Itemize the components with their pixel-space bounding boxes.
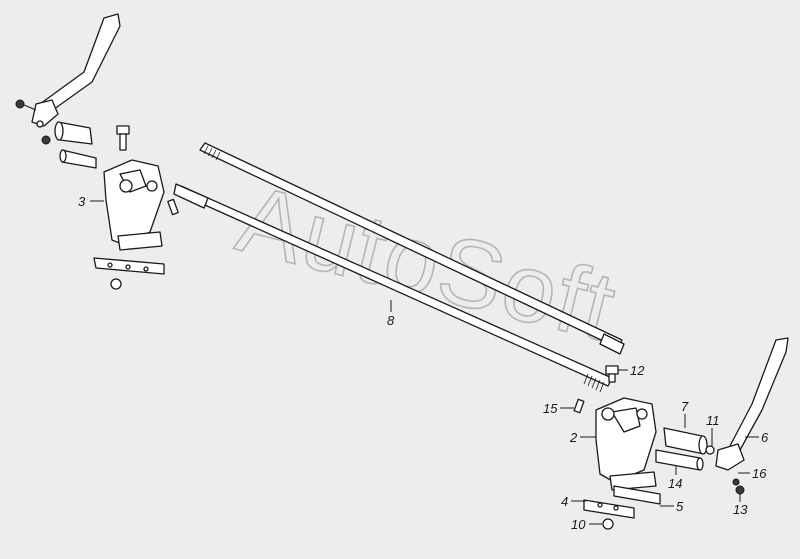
- left-pin: [59, 149, 97, 169]
- watermark-text: AutoSoft: [228, 165, 627, 362]
- svg-text:2: 2: [569, 430, 578, 445]
- left-bolt: [116, 125, 130, 151]
- left-shim-plate: [93, 257, 165, 275]
- left-bracket: [103, 159, 165, 251]
- callout-12: 12: [618, 363, 645, 378]
- svg-text:16: 16: [752, 466, 767, 481]
- callout-7: 7: [681, 399, 689, 428]
- callout-6: 6: [745, 430, 769, 445]
- right-lever: [715, 337, 789, 486]
- callout-13: 13: [733, 494, 748, 517]
- callout-8: 8: [387, 300, 395, 328]
- callout-5: 5: [660, 499, 684, 514]
- callout-14: 14: [668, 466, 682, 491]
- callout-10: 10: [571, 517, 602, 532]
- left-bracket-nut: [110, 278, 122, 290]
- svg-text:13: 13: [733, 502, 748, 517]
- left-bushing: [54, 121, 93, 145]
- svg-text:4: 4: [561, 494, 568, 509]
- callout-2: 2: [569, 430, 596, 445]
- left-nut: [41, 135, 51, 145]
- svg-text:14: 14: [668, 476, 682, 491]
- right-small-bolt: [573, 398, 585, 414]
- upper-rod: [199, 142, 625, 355]
- right-bushing: [663, 427, 708, 455]
- svg-text:8: 8: [387, 313, 395, 328]
- svg-text:6: 6: [761, 430, 769, 445]
- right-shim-plate-upper: [613, 485, 661, 505]
- right-pin: [655, 449, 704, 471]
- left-small-bolt: [167, 198, 179, 216]
- callout-11: 11: [706, 413, 720, 446]
- right-shim-plate-lower: [583, 499, 635, 519]
- callout-15: 15: [543, 401, 574, 416]
- svg-text:5: 5: [676, 499, 684, 514]
- svg-text:12: 12: [630, 363, 645, 378]
- svg-text:3: 3: [78, 194, 86, 209]
- callout-4: 4: [561, 494, 586, 509]
- callout-3: 3: [78, 194, 104, 209]
- svg-text:7: 7: [681, 399, 689, 414]
- left-lever: [15, 13, 121, 128]
- right-bracket-nut: [602, 518, 614, 530]
- right-nut: [735, 485, 745, 495]
- right-washer: [705, 445, 715, 455]
- svg-text:11: 11: [706, 413, 720, 428]
- callout-16: 16: [738, 466, 767, 481]
- right-bracket: [595, 397, 657, 491]
- svg-text:10: 10: [571, 517, 586, 532]
- svg-text:15: 15: [543, 401, 558, 416]
